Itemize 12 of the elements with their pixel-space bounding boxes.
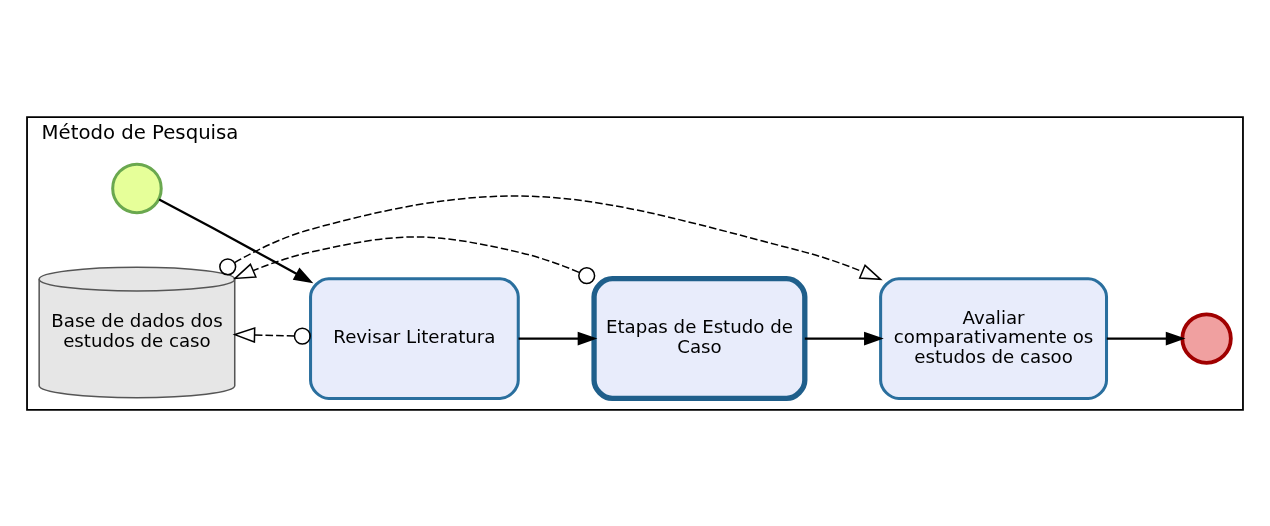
- node-box: Etapas de Estudo de Caso: [591, 275, 808, 401]
- arrow: [1106, 331, 1186, 345]
- arrow: [804, 331, 884, 345]
- arrow: [219, 194, 883, 280]
- node-circle: [111, 162, 163, 214]
- arrow: [518, 331, 598, 345]
- arrow: [232, 326, 311, 345]
- node-circle: [1180, 311, 1233, 365]
- arrow: [158, 197, 314, 283]
- arrow: [232, 235, 596, 284]
- node-box: Avaliar comparativamente os estudos de casoo: [879, 276, 1109, 400]
- node-box: Revisar Literatura: [309, 276, 520, 400]
